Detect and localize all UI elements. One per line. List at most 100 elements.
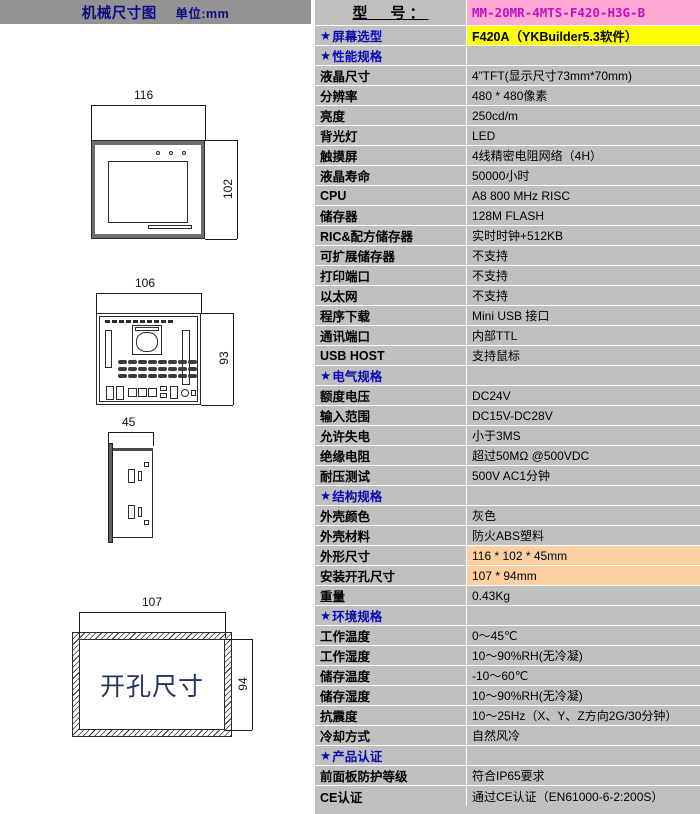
spec-label: 以太网 — [315, 286, 467, 305]
spec-label: 前面板防护等级 — [315, 766, 467, 785]
drawing-unit-label: 单位:mm — [175, 6, 230, 21]
model-value: MM-20MR-4MTS-F420-H3G-B — [467, 0, 700, 25]
spec-value: 10～90%RH(无冷凝) — [467, 686, 700, 705]
spec-label: USB HOST — [315, 346, 467, 365]
rear-component-pad-grid — [118, 360, 197, 379]
side-depth-ext-left — [108, 432, 109, 446]
spec-value: 4”TFT(显示尺寸73mm*70mm) — [467, 66, 700, 85]
spec-label: ★环境规格 — [315, 606, 467, 625]
rear-left-connector-slot — [105, 330, 112, 368]
spec-value: 符合IP65要求 — [467, 766, 700, 785]
front-height-dim-line — [237, 140, 238, 239]
spec-label: 输入范围 — [315, 406, 467, 425]
status-led-1-icon — [156, 151, 160, 155]
front-bezel-left — [92, 141, 95, 238]
spec-value: A8 800 MHz RISC — [467, 186, 700, 205]
table-row: 通讯端口内部TTL — [315, 326, 700, 346]
spec-label: 额度电压 — [315, 386, 467, 405]
spec-value: 500V AC1分钟 — [467, 466, 700, 485]
spec-value: 小于3MS — [467, 426, 700, 445]
table-row: 以太网不支持 — [315, 286, 700, 306]
cutout-caption: 开孔尺寸 — [99, 671, 204, 701]
spec-value: 10～90%RH(无冷凝) — [467, 646, 700, 665]
side-port-upper-large — [128, 469, 135, 483]
table-row: 外壳材料防火ABS塑料 — [315, 526, 700, 546]
spec-value: 内部TTL — [467, 326, 700, 345]
component-pad — [118, 360, 127, 364]
side-port-lower-large — [128, 505, 135, 519]
vent-dot — [147, 320, 152, 323]
table-row: ★产品认证 — [315, 746, 700, 766]
spec-value: F420A（YKBuilder5.3软件） — [467, 26, 700, 45]
spec-label: 储存湿度 — [315, 686, 467, 705]
table-row: 允许失电小于3MS — [315, 426, 700, 446]
rear-view-figure: 106 — [0, 0, 313, 420]
spec-label: 背光灯 — [315, 126, 467, 145]
spec-value: 50000小时 — [467, 166, 700, 185]
spec-label: ★产品认证 — [315, 746, 467, 765]
side-depth-dim-line — [108, 432, 153, 433]
component-pad — [118, 374, 127, 378]
cutout-height-dim-line — [252, 639, 253, 730]
spec-value: 0～45℃ — [467, 626, 700, 645]
spec-label: 储存温度 — [315, 666, 467, 685]
component-pad — [148, 374, 157, 378]
rear-width-dim-line — [96, 293, 201, 294]
spec-value: 通过CE认证（EN61000-6-2:200S） — [467, 786, 700, 806]
spec-label: 液晶尺寸 — [315, 66, 467, 85]
spec-label: 外壳颜色 — [315, 506, 467, 525]
cutout-opening: 开孔尺寸 — [79, 639, 225, 730]
front-width-ext-left — [91, 105, 92, 141]
table-row: ★电气规格 — [315, 366, 700, 386]
spec-value: 0.43Kg — [467, 586, 700, 605]
spec-value — [467, 606, 700, 625]
rear-speaker-circle — [136, 332, 158, 352]
spec-label: 允许失电 — [315, 426, 467, 445]
side-view-shell-top-edge — [113, 448, 153, 451]
mechanical-drawing-panel: 机械尺寸图 单位:mm 116 — [0, 0, 313, 814]
spec-value: LED — [467, 126, 700, 145]
star-icon: ★ — [320, 29, 332, 43]
side-depth-label: 45 — [122, 415, 136, 429]
front-bezel-bottom — [92, 234, 204, 238]
front-view-display-lip — [148, 225, 192, 229]
rear-height-ext-bottom — [201, 405, 233, 406]
rear-width-ext-right — [201, 293, 202, 314]
component-pad — [168, 360, 177, 364]
spec-value: 灰色 — [467, 506, 700, 525]
drawing-panel-header: 机械尺寸图 单位:mm — [0, 0, 313, 24]
spec-value — [467, 486, 700, 505]
vent-dot — [126, 320, 131, 323]
rear-width-ext-left — [96, 293, 97, 314]
rear-bottom-connector-1 — [106, 386, 114, 400]
side-mount-nub-top — [144, 462, 149, 467]
front-width-ext-right — [205, 105, 206, 141]
spec-value: DC24V — [467, 386, 700, 405]
spec-value — [467, 46, 700, 65]
vent-dot — [119, 320, 124, 323]
cutout-outline: 开孔尺寸 — [72, 632, 232, 737]
vent-dot — [133, 320, 138, 323]
spec-value: 4线精密电阻网络（4H） — [467, 146, 700, 165]
spec-label: ★结构规格 — [315, 486, 467, 505]
spec-label: CPU — [315, 186, 467, 205]
rear-power-jack — [181, 389, 189, 397]
star-icon: ★ — [320, 49, 332, 63]
table-row: ★结构规格 — [315, 486, 700, 506]
spec-value: 107 * 94mm — [467, 566, 700, 585]
side-view-figure: 45 — [0, 0, 313, 560]
drawing-title: 机械尺寸图 单位:mm — [82, 2, 229, 23]
side-mount-nub-bottom — [144, 520, 149, 525]
